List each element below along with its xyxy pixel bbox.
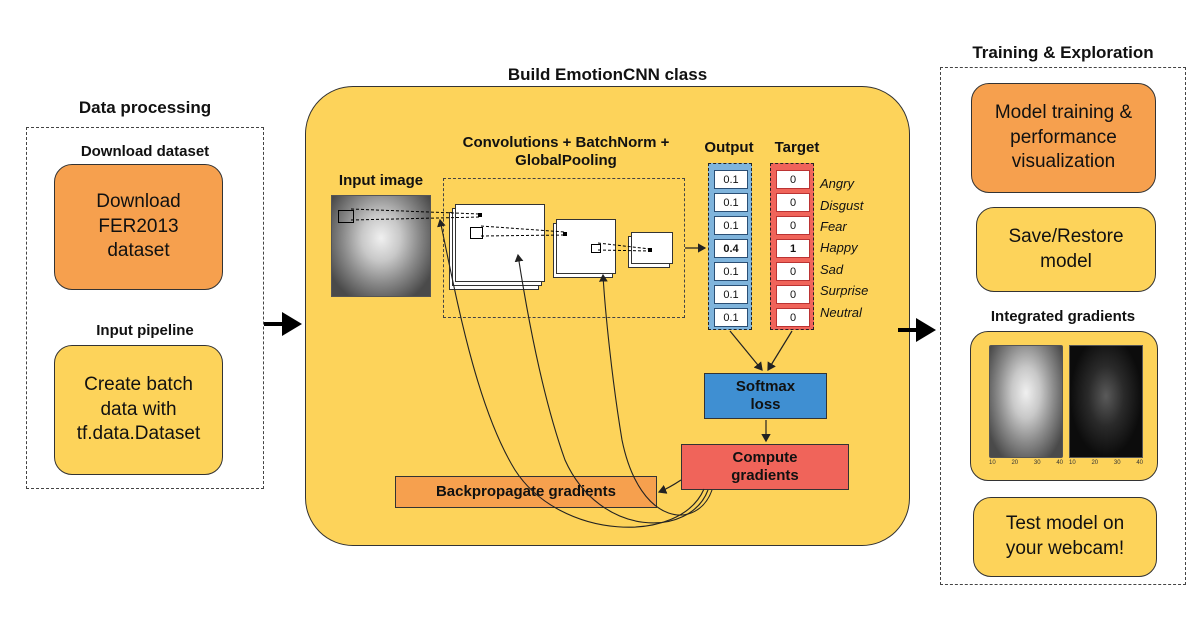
ig-ticks-left: 10 20 30 40 <box>989 460 1063 466</box>
ig-tick: 40 <box>1136 460 1143 466</box>
emotion-label: Sad <box>820 262 844 277</box>
ig-tick: 40 <box>1056 460 1063 466</box>
model-training-box[interactable]: Model training & performance visualizati… <box>971 83 1156 193</box>
ig-tick: 10 <box>989 460 996 466</box>
ig-tick: 30 <box>1113 460 1121 466</box>
target-cell: 0 <box>776 193 810 212</box>
backpropagate-gradients-box[interactable]: Backpropagate gradients <box>395 476 657 508</box>
feature-map <box>631 232 673 264</box>
ig-tick: 20 <box>1091 460 1099 466</box>
ig-attribution-map <box>1069 345 1143 458</box>
emotion-label: Happy <box>820 240 858 255</box>
target-cell: 0 <box>776 170 810 189</box>
ig-ticks-right: 10 20 30 40 <box>1069 460 1143 466</box>
target-vector: 0 0 0 1 0 0 0 <box>770 163 814 330</box>
training-exploration-panel <box>940 67 1186 585</box>
target-cell: 0 <box>776 216 810 235</box>
create-batch-data-box[interactable]: Create batch data with tf.data.Dataset <box>54 345 223 475</box>
output-vector: 0.1 0.1 0.1 0.4 0.1 0.1 0.1 <box>708 163 752 330</box>
target-label: Target <box>774 139 820 156</box>
emotion-label: Disgust <box>820 198 864 213</box>
softmax-loss-box[interactable]: Softmax loss <box>704 373 827 419</box>
emotion-label: Surprise <box>820 283 869 298</box>
test-webcam-box[interactable]: Test model on your webcam! <box>973 497 1157 577</box>
output-label: Output <box>704 139 754 156</box>
compute-gradients-box[interactable]: Compute gradients <box>681 444 849 490</box>
output-cell: 0.1 <box>714 308 748 327</box>
input-image-label: Input image <box>338 172 424 189</box>
download-fer2013-box[interactable]: Download FER2013 dataset <box>54 164 223 290</box>
feature-map <box>556 219 616 274</box>
data-processing-title: Data processing <box>78 98 212 117</box>
ig-tick: 20 <box>1011 460 1019 466</box>
ig-tick: 30 <box>1033 460 1041 466</box>
target-cell: 0 <box>776 262 810 281</box>
output-cell: 0.4 <box>714 239 748 258</box>
output-cell: 0.1 <box>714 170 748 189</box>
emotion-label: Fear <box>820 219 847 234</box>
training-exploration-title: Training & Exploration <box>972 43 1154 62</box>
ig-face-image <box>989 345 1063 458</box>
output-cell: 0.1 <box>714 193 748 212</box>
emotion-label: Angry <box>820 176 854 191</box>
save-restore-model-box[interactable]: Save/Restore model <box>976 207 1156 292</box>
build-emotioncnn-title: Build EmotionCNN class <box>507 65 708 84</box>
conv-batchnorm-pooling-label: Convolutions + BatchNorm + GlobalPooling <box>462 134 670 169</box>
receptive-field-marker <box>470 227 483 239</box>
target-cell: 0 <box>776 285 810 304</box>
ig-tick: 10 <box>1069 460 1076 466</box>
download-dataset-title: Download dataset <box>80 143 210 160</box>
input-face-image <box>331 195 431 297</box>
data-processing-panel <box>26 127 264 489</box>
output-cell: 0.1 <box>714 262 748 281</box>
output-cell: 0.1 <box>714 216 748 235</box>
receptive-field-marker <box>338 210 354 223</box>
input-pipeline-title: Input pipeline <box>96 322 194 339</box>
target-cell: 1 <box>776 239 810 258</box>
target-cell: 0 <box>776 308 810 327</box>
output-cell: 0.1 <box>714 285 748 304</box>
emotion-label: Neutral <box>820 305 862 320</box>
receptive-field-marker <box>591 244 601 253</box>
integrated-gradients-title: Integrated gradients <box>990 308 1136 325</box>
feature-map <box>455 204 545 282</box>
